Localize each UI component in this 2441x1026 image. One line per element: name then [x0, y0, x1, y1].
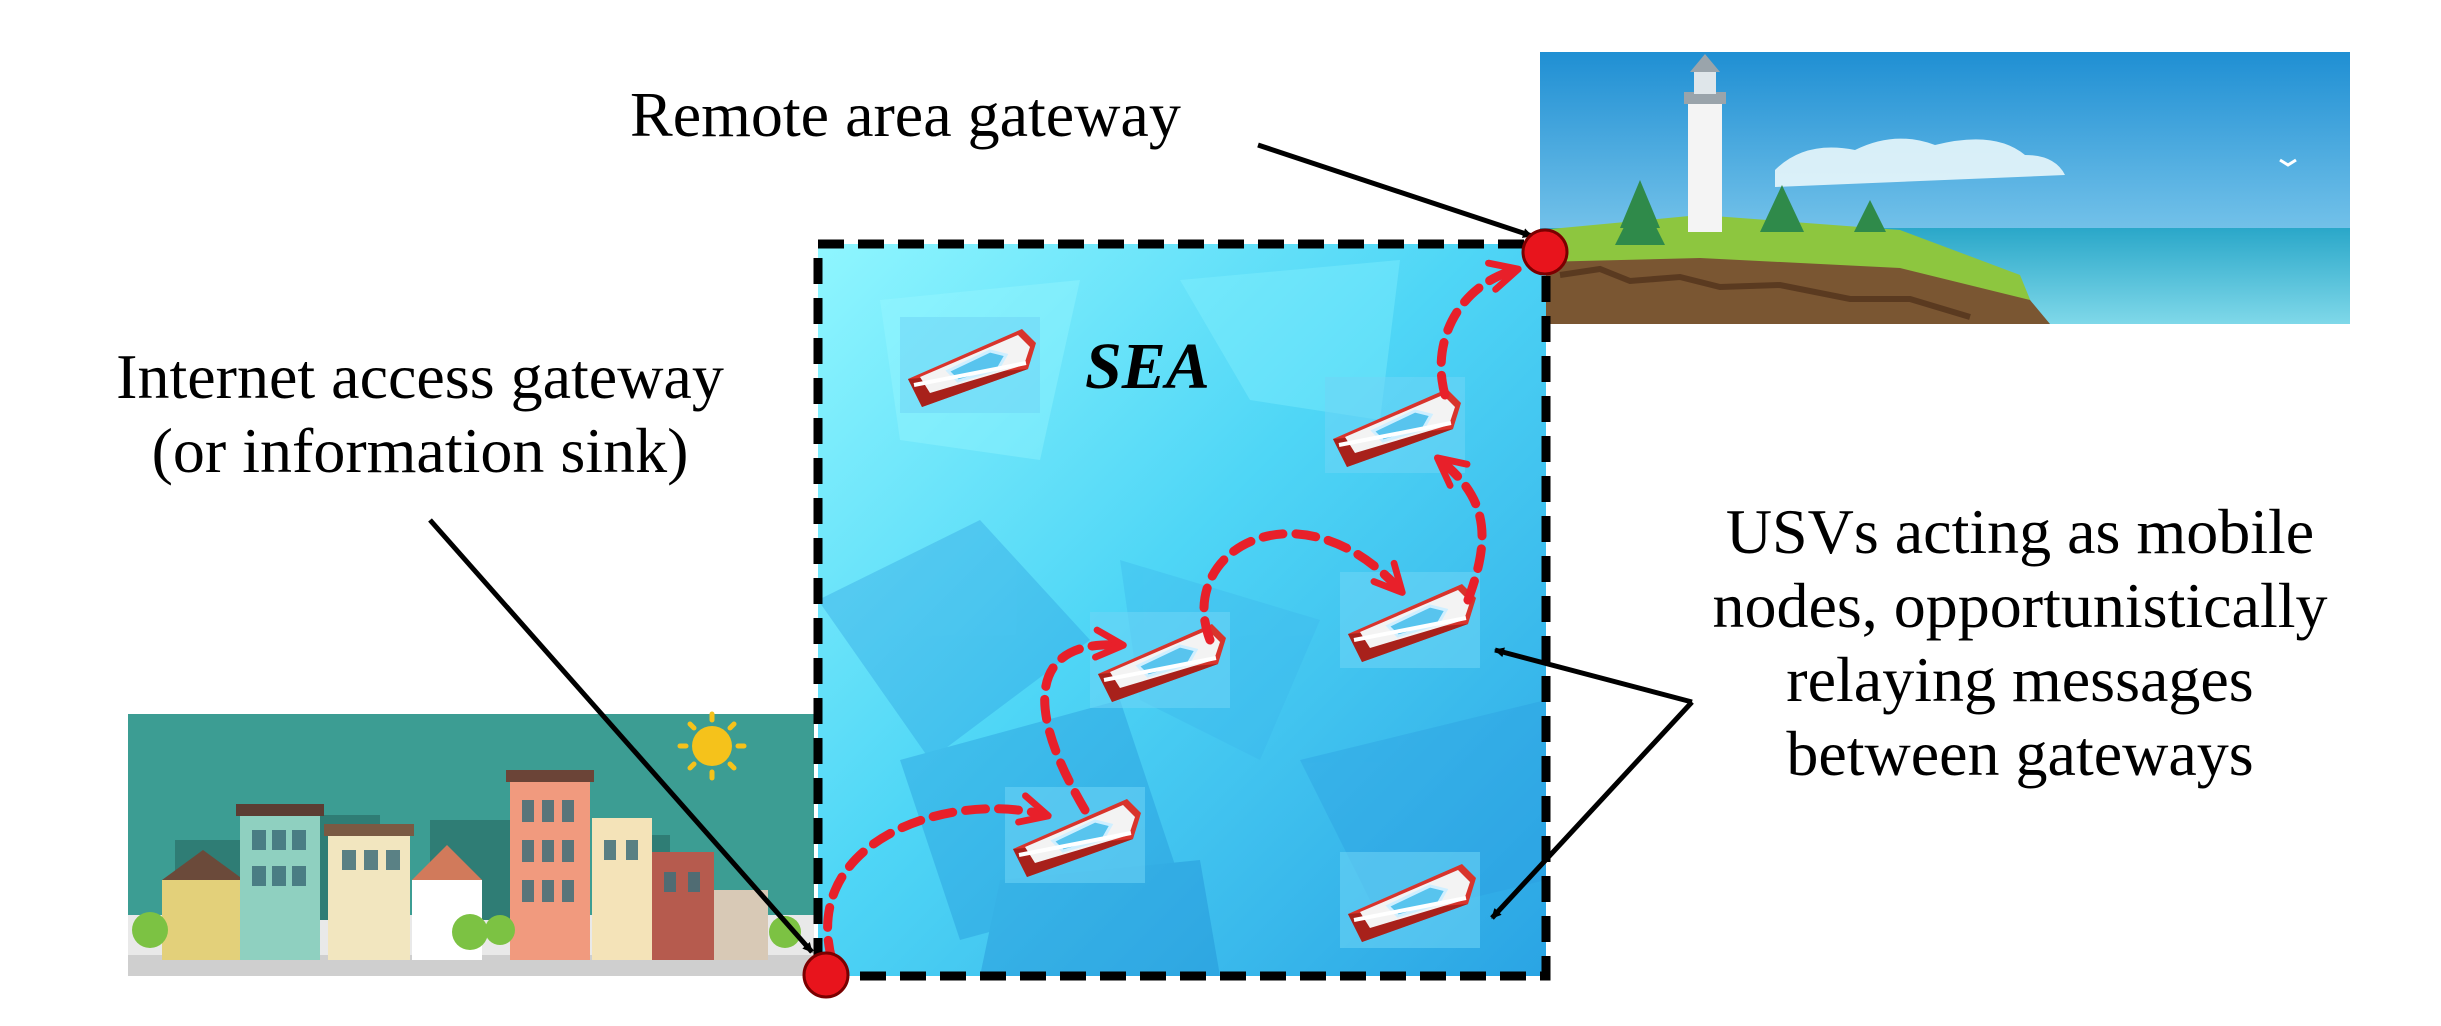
remote-gateway-label: Remote area gateway [630, 78, 1181, 152]
town-illustration [128, 711, 814, 976]
arrow-usv-upper [1494, 647, 1693, 705]
usv-line3: relaying messages [1786, 644, 2254, 715]
usv-line2: nodes, opportunistically [1712, 570, 2328, 641]
relay-path [823, 259, 1522, 965]
usv-line4: between gateways [1786, 718, 2254, 789]
sun-icon [677, 711, 747, 781]
usv-description-label: USVs acting as mobile nodes, opportunist… [1600, 495, 2440, 791]
remote-gateway-text: Remote area gateway [630, 79, 1181, 150]
annotation-arrows [428, 142, 1694, 954]
internet-gateway-node [802, 951, 850, 999]
internet-gateway-line1: Internet access gateway [116, 341, 724, 412]
usv-line1: USVs acting as mobile [1725, 496, 2315, 567]
remote-gateway-node [1521, 228, 1569, 276]
usv-boat-icon [1338, 850, 1482, 950]
arrow-internet-gateway [428, 518, 814, 954]
sea-label: SEA [1085, 330, 1210, 403]
sea-boundary [813, 239, 1551, 981]
lighthouse-coast-illustration [1540, 52, 2350, 324]
usv-boat-icon [1338, 570, 1482, 670]
usv-boat-icon [898, 315, 1042, 415]
arrow-usv-lower [1490, 700, 1694, 920]
internet-gateway-line2: (or information sink) [151, 415, 689, 486]
internet-gateway-label: Internet access gateway (or information … [30, 340, 810, 488]
arrow-remote-gateway [1257, 142, 1533, 239]
